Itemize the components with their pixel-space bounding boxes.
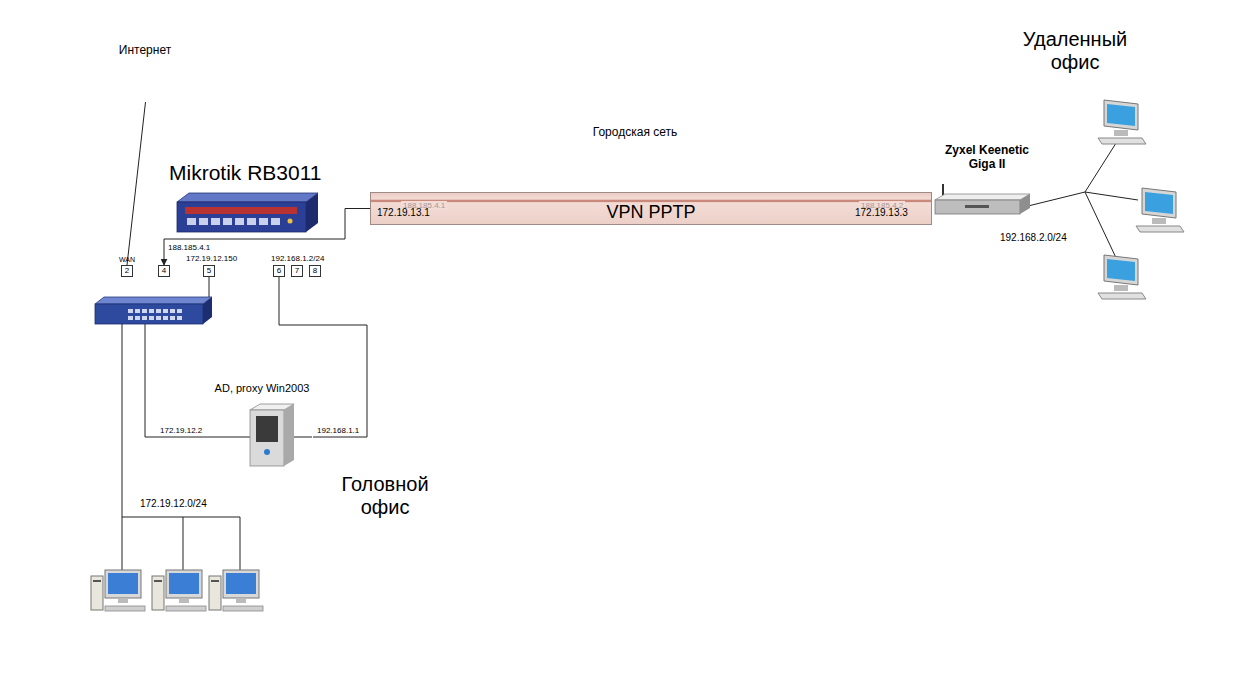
text-slot: 192.168.2.0/24	[1000, 232, 1067, 244]
port-box: 6	[273, 265, 285, 277]
lan-wire	[122, 140, 1138, 570]
text-slot: 192.168.1.2/24	[271, 254, 324, 263]
text-slot: 192.168.1.1	[317, 426, 359, 435]
text-slot: Интернет	[70, 44, 220, 58]
tunnel-label: VPN PPTP	[371, 203, 931, 221]
network-link	[127, 102, 146, 265]
text-slot: 5	[204, 266, 214, 276]
address-label: 172.19.12.0/24	[140, 498, 207, 510]
node-label: 4	[159, 266, 169, 276]
address-label: 192.168.1.1	[317, 426, 359, 435]
text-slot: Городская сеть	[470, 126, 800, 140]
switch-icon	[95, 297, 212, 324]
router-node: Zyxel Keenetic Giga II	[930, 142, 1050, 226]
node-label: Zyxel Keenetic Giga II	[932, 144, 1042, 172]
text-slot: 188.185.4.1	[168, 243, 210, 252]
node-label: 7	[292, 266, 302, 276]
text-slot: 172.19.13.3	[855, 207, 908, 219]
text-slot: Головной офис	[325, 473, 445, 519]
text-slot: 6	[274, 266, 284, 276]
computer-icon	[91, 100, 1184, 611]
router-icon	[935, 192, 1031, 222]
text-slot: VPN PPTP	[371, 203, 931, 221]
text-slot: Удаленный офис	[1015, 28, 1135, 74]
tunnel-label: 172.19.13.3	[855, 207, 908, 219]
port-box: 8	[309, 265, 321, 277]
text-slot: 172.19.13.1	[377, 207, 430, 219]
server-node: AD, proxy Win2003	[212, 380, 313, 480]
node-label: Удаленный офис	[1015, 28, 1135, 74]
text-slot: 172.19.12.150	[186, 254, 237, 263]
address-label: 192.168.2.0/24	[1000, 232, 1067, 244]
address-label: 192.168.1.2/24	[271, 254, 324, 263]
port-box: 4	[158, 265, 170, 277]
port-box: 2	[121, 265, 133, 277]
text-slot: 7	[292, 266, 302, 276]
node-label: Интернет	[70, 44, 220, 58]
address-label: 172.19.12.150	[186, 254, 237, 263]
port-box: 7	[291, 265, 303, 277]
text-slot: 172.19.12.2	[160, 426, 202, 435]
server-icon	[212, 404, 312, 468]
text-slot: Mikrotik RB3011	[169, 161, 322, 185]
tunnel-label: 172.19.13.1	[377, 207, 430, 219]
node-label: Mikrotik RB3011	[169, 161, 322, 185]
vpn-tunnel-band: 188.185.4.1172.19.13.1VPN PPTP188.185.4.…	[370, 192, 932, 225]
port-box: 5	[203, 265, 215, 277]
text-slot: 4	[159, 266, 169, 276]
address-label: 188.185.4.1	[168, 243, 210, 252]
office-ellipse: Головной офис AD, proxy Win2003	[15, 345, 475, 688]
text-slot: 2	[122, 266, 132, 276]
node-label: Головной офис	[325, 473, 445, 519]
address-label: 172.19.12.2	[160, 426, 202, 435]
text-slot: WAN	[119, 256, 135, 264]
text-slot: Zyxel Keenetic Giga II	[932, 144, 1042, 172]
router-icon	[177, 192, 319, 234]
node-label: 8	[310, 266, 320, 276]
node-label: Городская сеть	[470, 126, 800, 140]
address-label: WAN	[119, 256, 135, 264]
office-ellipse: Удаленный офисZyxel Keenetic Giga II	[925, 2, 1240, 375]
text-slot: 8	[310, 266, 320, 276]
node-label: 2	[122, 266, 132, 276]
text-slot: AD, proxy Win2003	[212, 382, 312, 395]
node-label: 6	[274, 266, 284, 276]
router-node: Mikrotik RB3011	[165, 160, 345, 236]
node-label: 5	[204, 266, 214, 276]
internet-cloud: Интернет	[70, 10, 221, 102]
text-slot: 172.19.12.0/24	[140, 498, 207, 510]
node-label: AD, proxy Win2003	[212, 382, 312, 395]
